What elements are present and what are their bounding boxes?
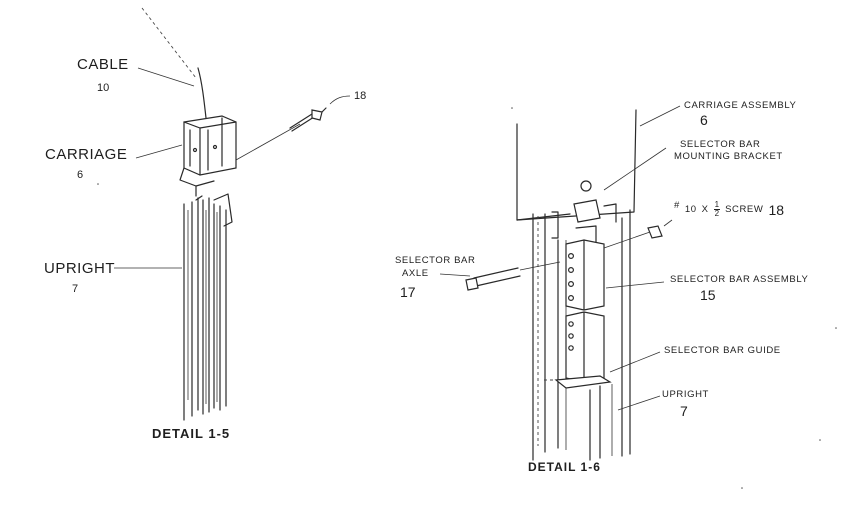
screw-times: X — [701, 203, 709, 215]
mounting-bracket-part — [551, 180, 617, 239]
mounting-bracket-label-line2: MOUNTING BRACKET — [674, 151, 783, 162]
upright-1-6-leader — [617, 395, 661, 411]
cable-label: CABLE — [77, 56, 129, 73]
screw-axis-line — [235, 123, 301, 161]
axle-part — [465, 261, 561, 291]
upright-label: UPRIGHT — [44, 260, 115, 277]
selector-bar-assembly-part — [565, 225, 605, 383]
carriage-assembly-leader — [639, 105, 681, 127]
screw-1-6-number: 18 — [768, 201, 785, 218]
detail-1-6-caption: DETAIL 1-6 — [528, 460, 601, 474]
selector-bar-assembly-number: 15 — [700, 287, 716, 303]
selector-bar-guide-part — [544, 375, 612, 389]
scan-specks — [97, 107, 837, 489]
axle-label-line2: AXLE — [402, 268, 429, 279]
carriage-number: 6 — [77, 169, 84, 181]
cable-dotted-line — [141, 7, 197, 79]
screw-fraction-den: 2 — [713, 209, 721, 218]
carriage-part — [179, 115, 237, 197]
cable-leader — [137, 67, 195, 87]
upright-part — [183, 193, 233, 421]
cable-number: 10 — [97, 82, 110, 94]
detail-1-5-drawing — [114, 7, 351, 421]
axle-label-line1: SELECTOR BAR — [395, 255, 476, 266]
selector-bar-guide-leader — [609, 351, 661, 373]
screw-fraction: 1 2 — [713, 200, 721, 218]
screw-prefix: # — [674, 199, 680, 211]
upright-number: 7 — [72, 283, 79, 295]
screw-number: 18 — [354, 90, 367, 102]
selector-bar-guide-label: SELECTOR BAR GUIDE — [664, 345, 781, 356]
screw-1-6-leader — [663, 219, 673, 227]
screw-word: SCREW — [725, 203, 764, 215]
carriage-assembly-number: 6 — [700, 112, 708, 128]
upright-1-6-label: UPRIGHT — [662, 389, 709, 400]
screw-leader — [329, 95, 351, 105]
carriage-leader — [135, 144, 183, 159]
screw-size: 10 — [684, 203, 697, 215]
screw-1-6-part — [603, 225, 663, 249]
axle-number: 17 — [400, 284, 416, 300]
upright-1-6-number: 7 — [680, 403, 688, 419]
selector-bar-assembly-leader — [605, 281, 665, 289]
carriage-assembly-label: CARRIAGE ASSEMBLY — [684, 100, 797, 111]
axle-leader — [439, 273, 471, 277]
carriage-assembly-part — [516, 109, 637, 221]
detail-1-5-caption: DETAIL 1-5 — [152, 426, 231, 441]
mounting-bracket-label-line1: SELECTOR BAR — [680, 139, 761, 150]
selector-bar-assembly-label: SELECTOR BAR ASSEMBLY — [670, 274, 809, 285]
screw-part — [289, 107, 327, 132]
detail-1-6-drawing — [439, 105, 681, 461]
screw-fraction-num: 1 — [714, 200, 720, 209]
mounting-bracket-leader — [603, 147, 667, 191]
upright-1-6-part — [532, 209, 631, 461]
carriage-label: CARRIAGE — [45, 146, 128, 163]
cable-wire — [197, 67, 207, 119]
screw-1-6-label: # 10 X 1 2 SCREW 18 — [674, 201, 784, 218]
